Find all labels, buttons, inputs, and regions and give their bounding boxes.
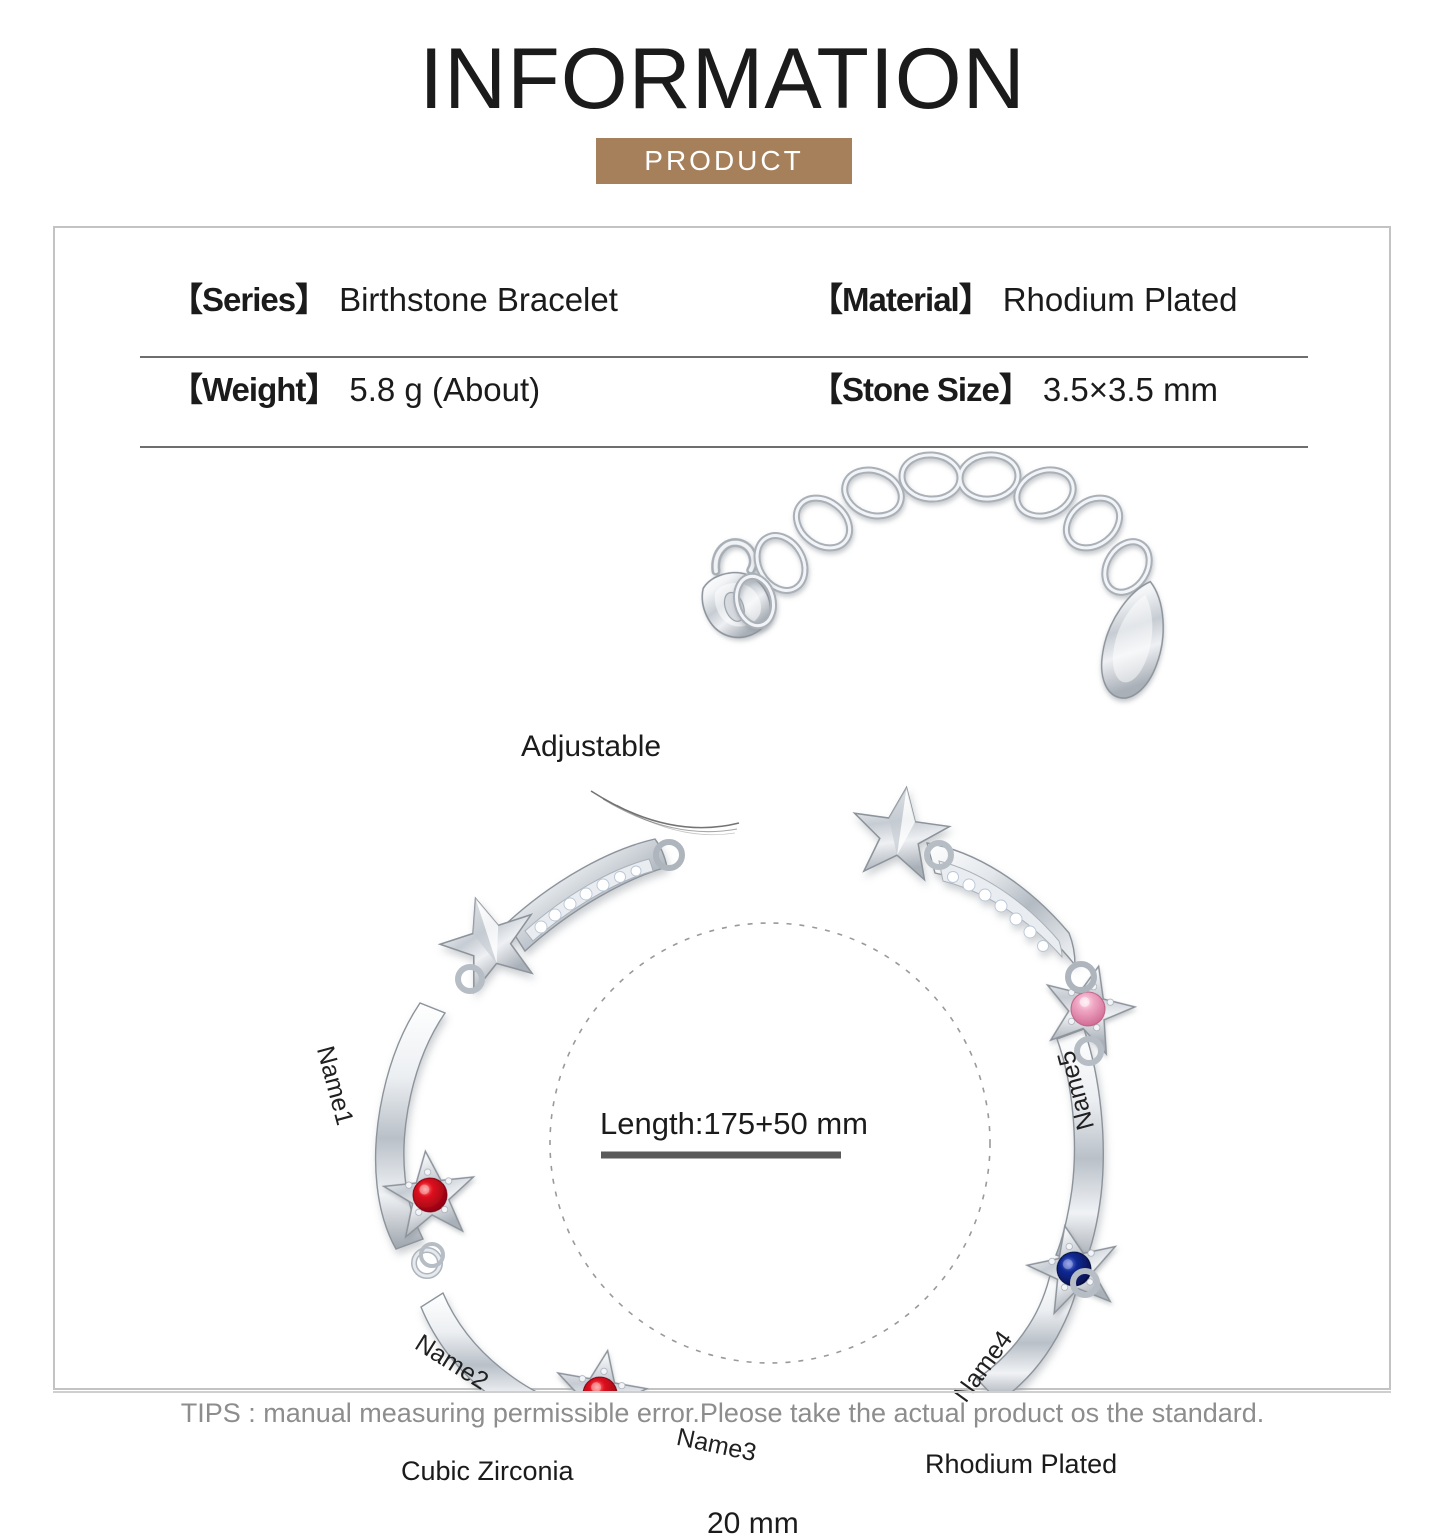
information-card: 【Series】 Birthstone Bracelet 【Material】 Rh… — [53, 226, 1393, 1540]
adjustable-leader — [590, 790, 740, 836]
star-plain-left — [437, 896, 534, 995]
annotation-length: Length:175+50 mm — [600, 1106, 868, 1141]
spec-row: 【Series】 Birthstone Bracelet 【Material】 Rh… — [140, 268, 1308, 358]
spec-stone-size-key: 【Stone Size】 — [810, 371, 1032, 408]
spec-series-key: 【Series】 — [170, 281, 328, 318]
spec-material: 【Material】 Rhodium Plated — [810, 280, 1238, 320]
wrist-guide-circle — [549, 922, 991, 1364]
spec-weight-key: 【Weight】 — [170, 371, 338, 408]
bar-name2 — [420, 1291, 537, 1391]
extender-chain — [753, 451, 1153, 596]
spec-series-value: Birthstone Bracelet — [339, 281, 618, 318]
spec-row: 【Weight】 5.8 g (About) 【Stone Size】 3.5×3.… — [140, 358, 1308, 448]
footer-tip: TIPS : manual measuring permissible erro… — [180, 1398, 1265, 1428]
product-badge: PRODUCT — [596, 138, 852, 184]
page-title: INFORMATION — [419, 31, 1026, 127]
annotation-cubic-zirconia: Cubic Zirconia — [401, 1456, 574, 1486]
star-plain-top — [852, 785, 952, 882]
bracelet-diagram — [374, 451, 1164, 1391]
spec-divider — [140, 446, 1308, 448]
product-illustration: Adjustable Length:175+50 mm Cubic Zircon… — [55, 443, 1393, 1540]
engraved-name3: Name3 — [674, 1423, 759, 1468]
pave-stones-right — [947, 871, 1049, 952]
lobster-clasp — [701, 538, 772, 639]
spec-weight: 【Weight】 5.8 g (About) — [170, 370, 540, 410]
annotation-rhodium-plated: Rhodium Plated — [925, 1449, 1118, 1479]
gem-star-name1 — [381, 1149, 476, 1239]
annotation-adjustable: Adjustable — [521, 730, 662, 763]
spec-material-value: Rhodium Plated — [1002, 281, 1238, 318]
pave-stones-left — [534, 865, 642, 934]
clasp-link — [733, 572, 777, 630]
annotation-width: 20 mm — [707, 1507, 799, 1540]
spec-divider — [140, 356, 1308, 358]
bracelet-body — [374, 785, 1104, 1391]
spec-stone-size: 【Stone Size】 3.5×3.5 mm — [810, 370, 1218, 410]
spec-table: 【Series】 Birthstone Bracelet 【Material】 Rh… — [140, 268, 1308, 448]
header: INFORMATION PRODUCT — [0, 0, 1445, 200]
spec-stone-size-value: 3.5×3.5 mm — [1042, 371, 1219, 408]
teardrop-charm — [1101, 580, 1164, 699]
spec-weight-value: 5.8 g (About) — [349, 371, 541, 408]
product-badge-label: PRODUCT — [644, 145, 804, 176]
spec-material-key: 【Material】 — [810, 281, 992, 318]
footer-divider — [53, 1391, 1391, 1393]
jump-rings — [411, 839, 1104, 1298]
spec-series: 【Series】 Birthstone Bracelet — [170, 280, 618, 320]
gem-star-name2 — [555, 1348, 649, 1391]
